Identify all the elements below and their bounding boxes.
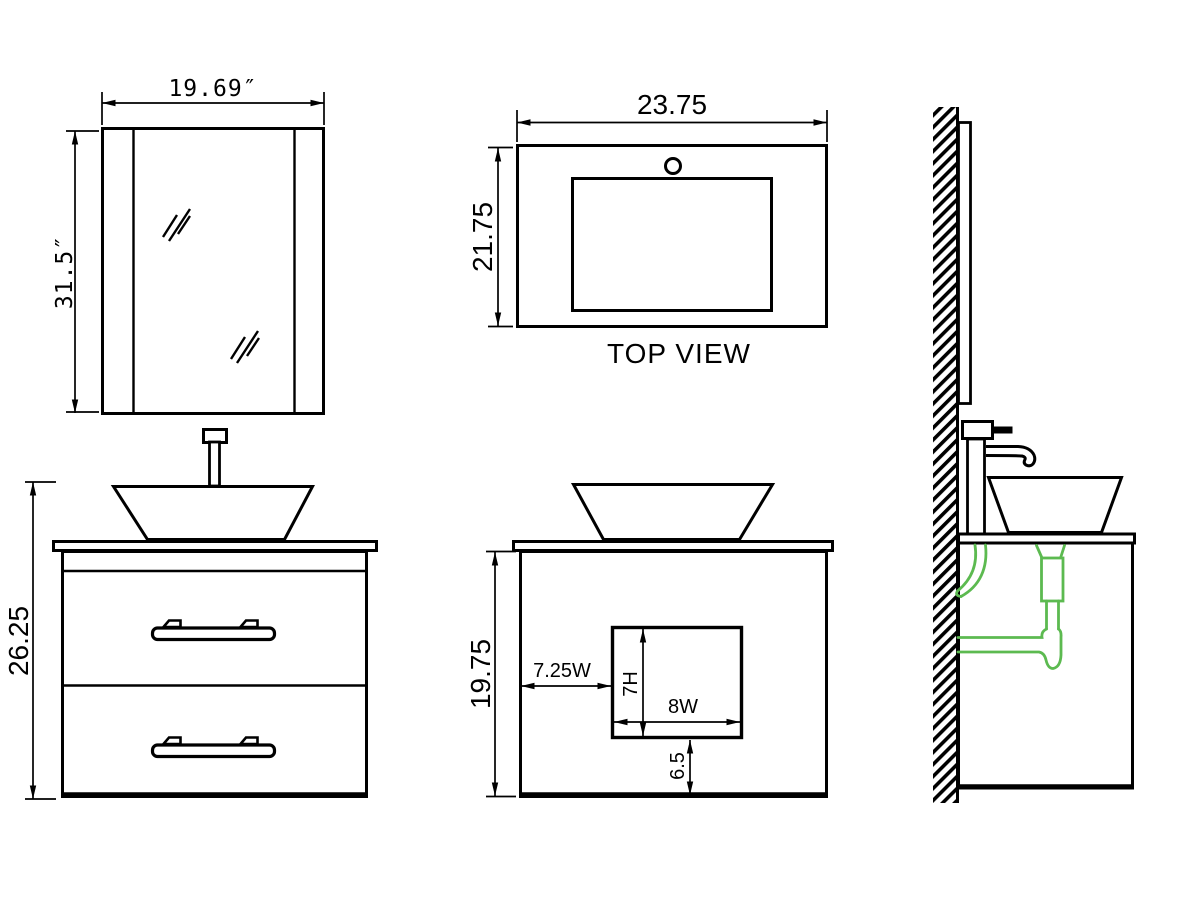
- wall-hatching: [933, 107, 957, 803]
- top-depth-dimension: 21.75: [467, 146, 513, 328]
- countertop-top-view: 23.75 21.75 TOP VIEW: [467, 89, 828, 369]
- cutout-width-dimension: 8W: [614, 696, 740, 726]
- cutout-height-dimension: 7H: [620, 629, 647, 736]
- countertop: [52, 540, 378, 552]
- mirror-height-dimension: 31.5″: [52, 130, 99, 413]
- cabinet-height-label: 19.75: [465, 639, 496, 709]
- cabinet-outline: [61, 550, 368, 798]
- drain-tailpiece: [1035, 544, 1066, 560]
- faucet-stem: [208, 440, 221, 488]
- vanity-front-view: 26.25: [3, 428, 378, 800]
- drawer-divider-lines: [64, 569, 366, 687]
- vessel-sink: [570, 483, 776, 541]
- countertop: [512, 540, 834, 552]
- faucet-cap: [202, 428, 228, 444]
- cutout-bottom-label: 6.5: [667, 752, 689, 780]
- extension-lines: [486, 550, 516, 798]
- mirror-width-label: 19.69″: [168, 76, 257, 102]
- mirror-frame-strips: [132, 130, 296, 412]
- drawer-handle-bottom: [150, 736, 277, 759]
- supply-hose-tip: [955, 589, 963, 598]
- mirror-height-label: 31.5″: [52, 235, 78, 309]
- supply-hose-inner: [959, 543, 988, 598]
- faucet-handle: [992, 426, 1013, 434]
- cutout-offset-dimension: 7.25W: [521, 660, 611, 690]
- extension-lines: [101, 92, 325, 125]
- top-width-label: 23.75: [637, 89, 707, 120]
- plumbing-pipes: [955, 543, 1066, 670]
- faucet-riser-pipe: [966, 437, 986, 536]
- drain-coupling: [1040, 556, 1065, 603]
- cutout-front-view: 19.75 7.25W 7H 8W 6.5: [465, 483, 834, 798]
- top-depth-label: 21.75: [467, 202, 498, 272]
- cutout-height-label: 7H: [620, 671, 642, 697]
- top-view-caption: TOP VIEW: [607, 338, 751, 369]
- trap-arm-top: [956, 627, 1048, 639]
- drain-pipe: [1045, 599, 1060, 631]
- countertop-outline: [516, 144, 828, 328]
- cutout-offset-label: 7.25W: [533, 660, 591, 682]
- cabinet-height-dimension: 19.75: [465, 550, 516, 798]
- vessel-sink: [110, 485, 315, 541]
- extension-lines: [516, 110, 828, 142]
- cutout-bottom-dimension: 6.5: [667, 740, 694, 795]
- top-width-dimension: 23.75: [516, 89, 828, 142]
- mirror-side-profile: [957, 121, 972, 405]
- cutout-width-label: 8W: [668, 696, 698, 718]
- vanity-height-label: 26.25: [3, 606, 34, 676]
- mirror-outline: [101, 127, 325, 415]
- faucet-hole: [664, 157, 682, 175]
- vanity-height-dimension: 26.25: [3, 481, 56, 800]
- side-view: [933, 107, 1136, 803]
- vessel-sink-side: [986, 476, 1124, 534]
- trap-bend: [956, 627, 1063, 670]
- mirror-reflection-marks: [161, 208, 260, 364]
- extension-lines: [488, 146, 513, 328]
- mirror-width-dimension: 19.69″: [101, 76, 325, 125]
- mirror-front-view: 19.69″ 31.5″: [52, 76, 325, 415]
- extension-lines: [66, 130, 99, 413]
- drawer-handle-top: [150, 619, 277, 642]
- faucet-spout: [985, 445, 1037, 468]
- sink-cutout-outline: [571, 177, 773, 312]
- faucet-body: [961, 420, 994, 440]
- supply-hose-outer: [956, 543, 978, 593]
